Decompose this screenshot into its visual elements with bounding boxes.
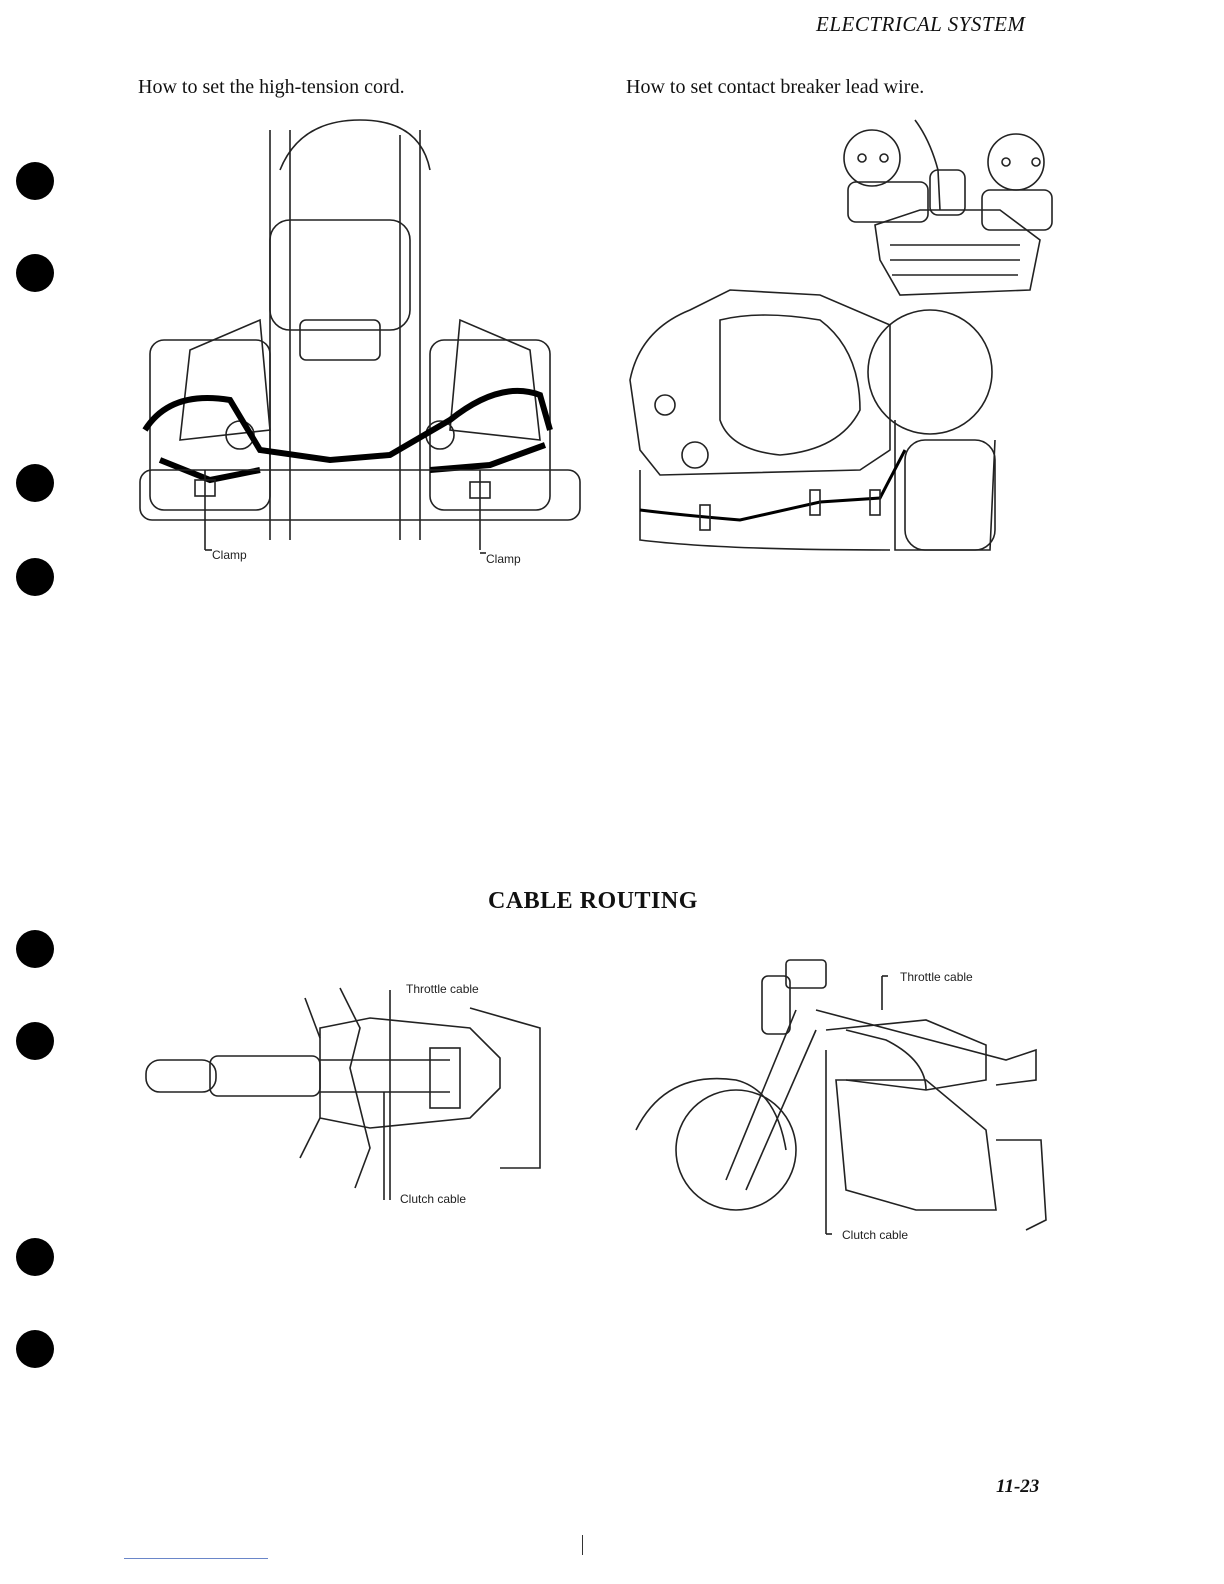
cable-routing-top-view-diagram	[140, 968, 560, 1198]
binder-hole	[16, 1330, 54, 1368]
binder-hole	[16, 254, 54, 292]
figure-caption-high-tension: How to set the high-tension cord.	[138, 76, 405, 99]
scan-edge-line	[124, 1558, 268, 1559]
clamp-label-left: Clamp	[212, 548, 247, 562]
clutch-cable-label-side-view: Clutch cable	[842, 1228, 908, 1242]
throttle-cable-label-side-view: Throttle cable	[900, 970, 973, 984]
page-number: 11-23	[996, 1476, 1039, 1498]
binder-hole	[16, 558, 54, 596]
scan-mark	[582, 1535, 583, 1555]
clamp-label-right: Clamp	[486, 552, 521, 566]
binder-hole	[16, 1238, 54, 1276]
cable-routing-title: CABLE ROUTING	[488, 888, 698, 915]
high-tension-cord-diagram	[130, 110, 590, 570]
section-header: ELECTRICAL SYSTEM	[816, 12, 1025, 37]
throttle-cable-label-top-view: Throttle cable	[406, 982, 479, 996]
cable-routing-side-view-diagram	[626, 950, 1056, 1240]
figure-caption-breaker-lead: How to set contact breaker lead wire.	[626, 76, 924, 99]
contact-breaker-lead-diagram	[620, 110, 1060, 570]
binder-hole	[16, 464, 54, 502]
binder-hole	[16, 1022, 54, 1060]
binder-hole	[16, 162, 54, 200]
clutch-cable-label-top-view: Clutch cable	[400, 1192, 466, 1206]
binder-hole	[16, 930, 54, 968]
